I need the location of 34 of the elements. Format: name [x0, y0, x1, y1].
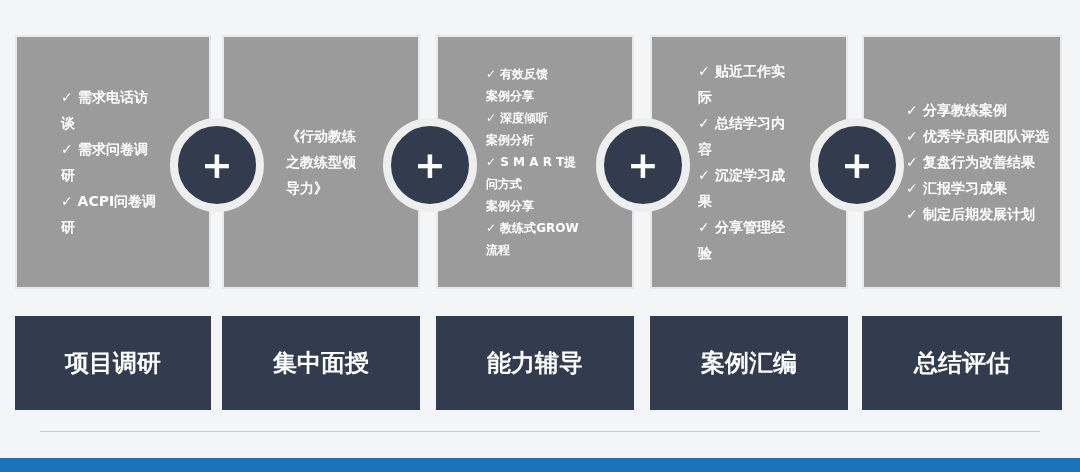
list-item: ✓ 分享教练案例	[906, 101, 1008, 120]
list-item: 案例分享	[486, 88, 535, 105]
list-item: ✓ 复盘行为改善结果	[906, 153, 1036, 172]
list-item: ✓ 总结学习内容	[698, 114, 786, 159]
list-item: ✓ 有效反馈	[486, 66, 550, 83]
list-item: 案例分析	[486, 132, 535, 149]
list-item: 案例分享	[486, 198, 535, 215]
list-item: ✓ 深度倾听	[486, 110, 550, 127]
plus-sign: +	[841, 146, 873, 184]
list-item: ✓ 优秀学员和团队评选	[906, 127, 1050, 146]
stage-title-box	[222, 316, 420, 410]
list-item: ✓ S M A R T提问方式	[486, 154, 578, 193]
stage-title: 项目调研	[65, 348, 161, 379]
stage-title: 集中面授	[273, 348, 369, 379]
stage-title-box	[436, 316, 634, 410]
stage-title: 总结评估	[914, 348, 1010, 379]
list-item: 《行动教练之教练型领导力》	[286, 127, 357, 198]
list-item: ✓ 分享管理经验	[698, 218, 786, 263]
plus-sign: +	[627, 146, 659, 184]
list-item: ✓ 教练式GROW流程	[486, 220, 580, 259]
stage-title: 案例汇编	[701, 348, 797, 379]
plus-sign: +	[414, 146, 446, 184]
stage-title: 能力辅导	[487, 348, 583, 379]
stage-title-box	[862, 316, 1062, 410]
list-item: ✓ ACPI问卷调研	[61, 192, 157, 237]
list-item: ✓ 沉淀学习成果	[698, 166, 786, 211]
stage-title-box	[15, 316, 211, 410]
plus-sign: +	[201, 146, 233, 184]
list-item: ✓ 汇报学习成果	[906, 179, 1008, 198]
list-item: ✓ 贴近工作实际	[698, 62, 786, 107]
list-item: ✓ 需求电话访谈	[61, 88, 149, 133]
stage-title-box	[650, 316, 848, 410]
list-item: ✓ 制定后期发展计划	[906, 205, 1036, 224]
list-item: ✓ 需求问卷调研	[61, 140, 149, 185]
